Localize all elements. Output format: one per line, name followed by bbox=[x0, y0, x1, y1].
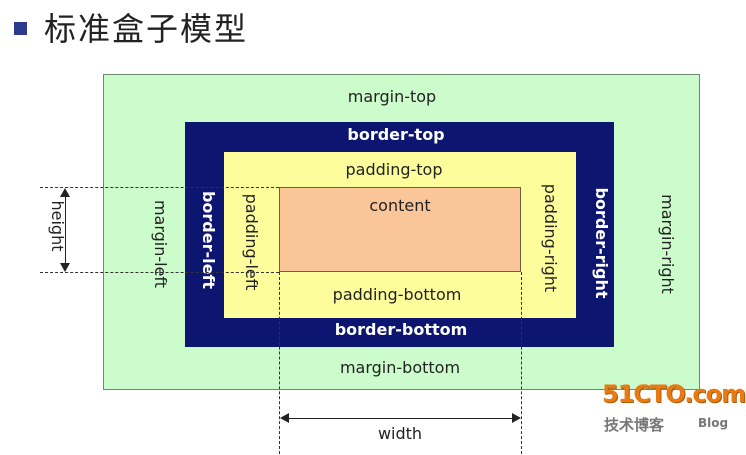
margin-bottom-label: margin-bottom bbox=[339, 358, 461, 377]
watermark-blog: Blog bbox=[698, 416, 729, 430]
width-arrow-right-icon bbox=[512, 413, 521, 423]
padding-bottom-label: padding-bottom bbox=[332, 285, 462, 304]
width-arrow-left-icon bbox=[280, 413, 289, 423]
content-box bbox=[279, 187, 521, 272]
watermark-subtitle: 技术博客 bbox=[604, 416, 665, 434]
width-dimension-line bbox=[282, 418, 518, 419]
height-arrow-down-icon bbox=[60, 263, 70, 272]
padding-right-label: padding-right bbox=[541, 183, 560, 293]
height-bottom-guide bbox=[40, 272, 279, 273]
width-label: width bbox=[377, 424, 423, 443]
border-right-label: border-right bbox=[592, 187, 611, 299]
width-right-guide bbox=[521, 272, 522, 454]
margin-left-label: margin-left bbox=[151, 199, 170, 289]
content-label: content bbox=[369, 196, 431, 215]
border-top-label: border-top bbox=[347, 125, 445, 144]
height-arrow-up-icon bbox=[60, 188, 70, 197]
padding-top-label: padding-top bbox=[345, 160, 443, 179]
height-top-guide bbox=[40, 187, 279, 188]
title-bullet-icon bbox=[14, 22, 27, 35]
border-bottom-label: border-bottom bbox=[334, 320, 468, 339]
border-left-label: border-left bbox=[199, 190, 218, 290]
height-label: height bbox=[48, 200, 67, 252]
width-left-guide bbox=[279, 272, 280, 454]
page-title: 标准盒子模型 bbox=[44, 10, 249, 48]
padding-left-label: padding-left bbox=[242, 193, 261, 291]
margin-right-label: margin-right bbox=[658, 194, 677, 294]
height-dimension-line bbox=[65, 190, 66, 270]
watermark-logo: 51CTO.com bbox=[602, 380, 746, 408]
margin-top-label: margin-top bbox=[347, 87, 437, 106]
